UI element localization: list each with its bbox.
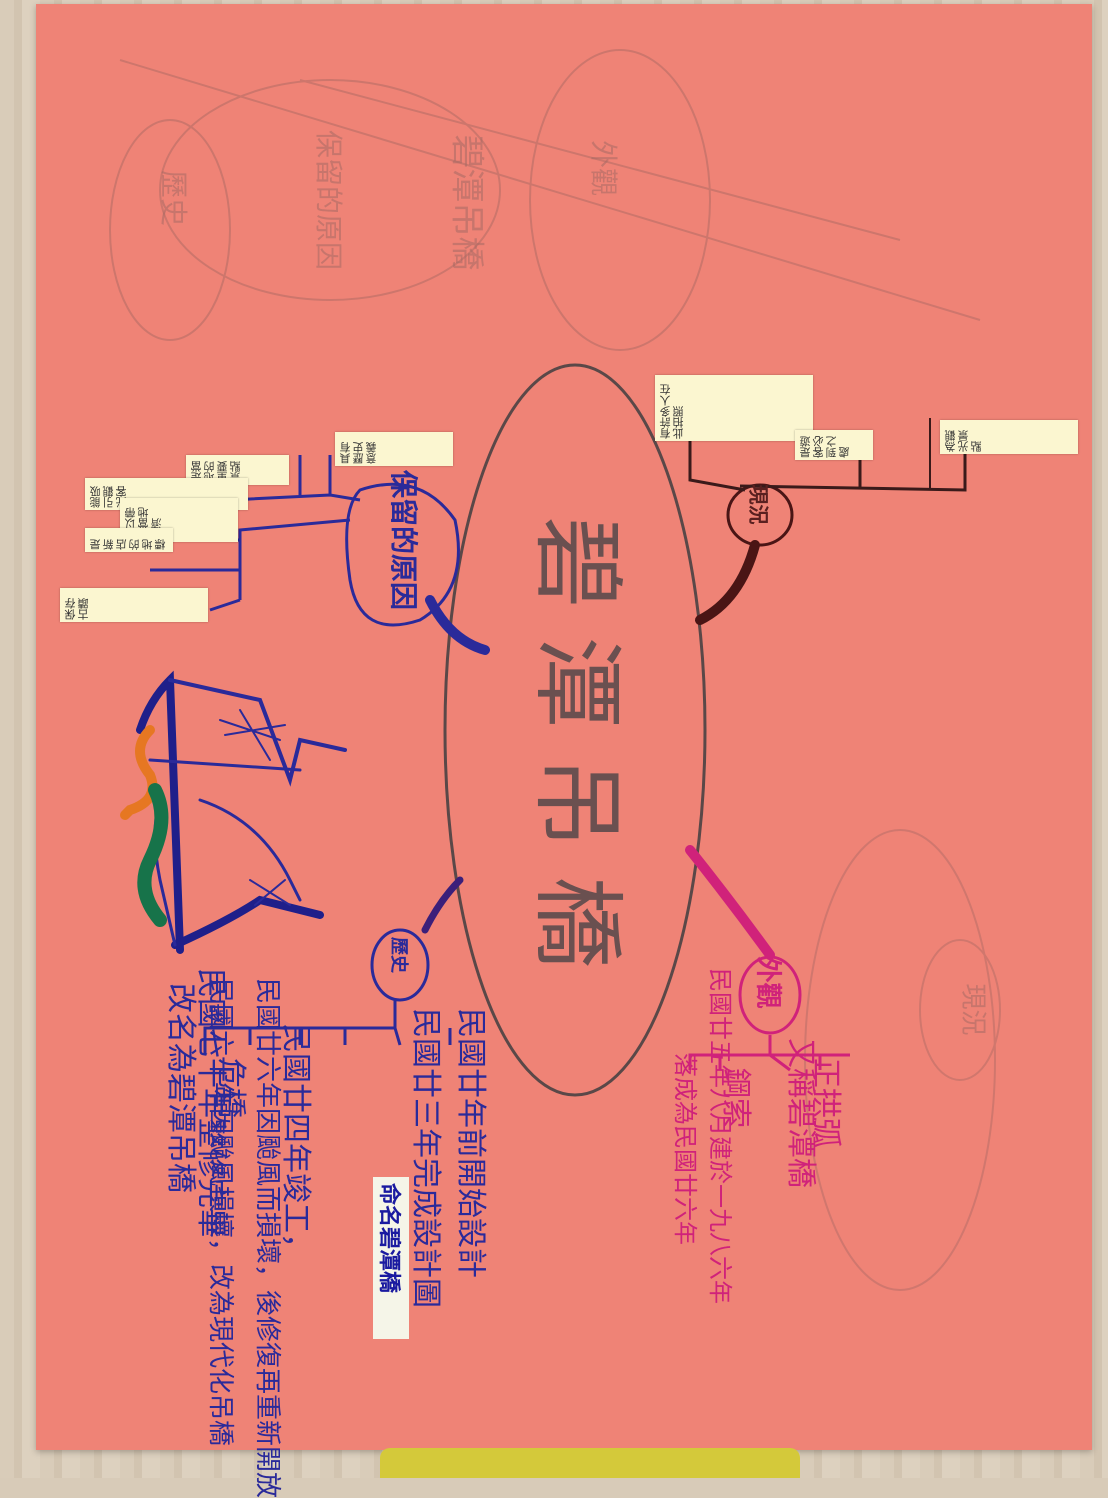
pencil-word-5: 現況: [957, 983, 988, 1036]
status-note-2: 是遊客必到之處: [795, 430, 873, 460]
pencil-word-2: 外觀: [587, 140, 620, 197]
history-name-tag: 命名碧潭橋: [373, 1177, 409, 1339]
appearance-line-4: 民國廿五年八月建於一九八六年: [706, 968, 734, 1304]
appearance-line-2: 又稱碧潭橋: [783, 1038, 818, 1188]
status-note-3-text: 為觀光景點: [944, 430, 983, 452]
status-note-3: 為觀光景點: [940, 420, 1078, 454]
preservation-note-5: 是新店的地標: [85, 528, 173, 552]
history-line-4: 民國廿六年因颱風而損壞，後修復再重新開放: [252, 978, 282, 1498]
pencil-word-1: 碧潭吊橋: [446, 134, 487, 271]
preservation-note-6-text: 保存古蹟: [64, 598, 90, 620]
appearance-branch: [685, 845, 850, 1072]
pencil-word-3: 歷史: [157, 170, 190, 227]
yellow-chair-edge: [380, 1448, 800, 1478]
appearance-node-label: 外觀: [752, 956, 783, 1009]
center-ellipse: [443, 363, 707, 1097]
preservation-note-5-text: 是新店的地標: [89, 539, 167, 550]
history-node-label: 歷史: [388, 937, 409, 973]
history-line-2: 民國廿三年完成設計圖: [408, 1008, 443, 1308]
appearance-line-5: 落成為民國廿六年: [671, 1053, 699, 1245]
status-note-1-text: 有許多人在此拍照: [659, 384, 685, 439]
history-line-1: 民國廿年前開始設計: [453, 1008, 488, 1278]
bridge-drawing: [120, 670, 347, 954]
preservation-note-1-text: 具有歷史意義: [339, 442, 378, 464]
status-note-2-text: 是遊客必到之處: [799, 436, 851, 458]
preservation-note-6: 保存古蹟: [60, 588, 208, 622]
pencil-sketch-right: [804, 829, 1001, 1291]
status-node-label: 現況: [746, 484, 771, 525]
pencil-word-4: 保留的原因: [312, 130, 345, 271]
poster-title: 碧潭吊橋: [523, 516, 631, 997]
pencil-sketch-top: [109, 49, 981, 351]
preservation-node-label: 保留的原因: [387, 470, 420, 611]
preservation-note-1: 具有歷史意義: [335, 432, 453, 466]
history-branch: [203, 876, 464, 1055]
history-line-8: 改名為碧潭吊橋: [163, 983, 198, 1193]
pink-poster-sheet: [36, 4, 1092, 1450]
status-note-1: 有許多人在此拍照: [655, 375, 813, 441]
